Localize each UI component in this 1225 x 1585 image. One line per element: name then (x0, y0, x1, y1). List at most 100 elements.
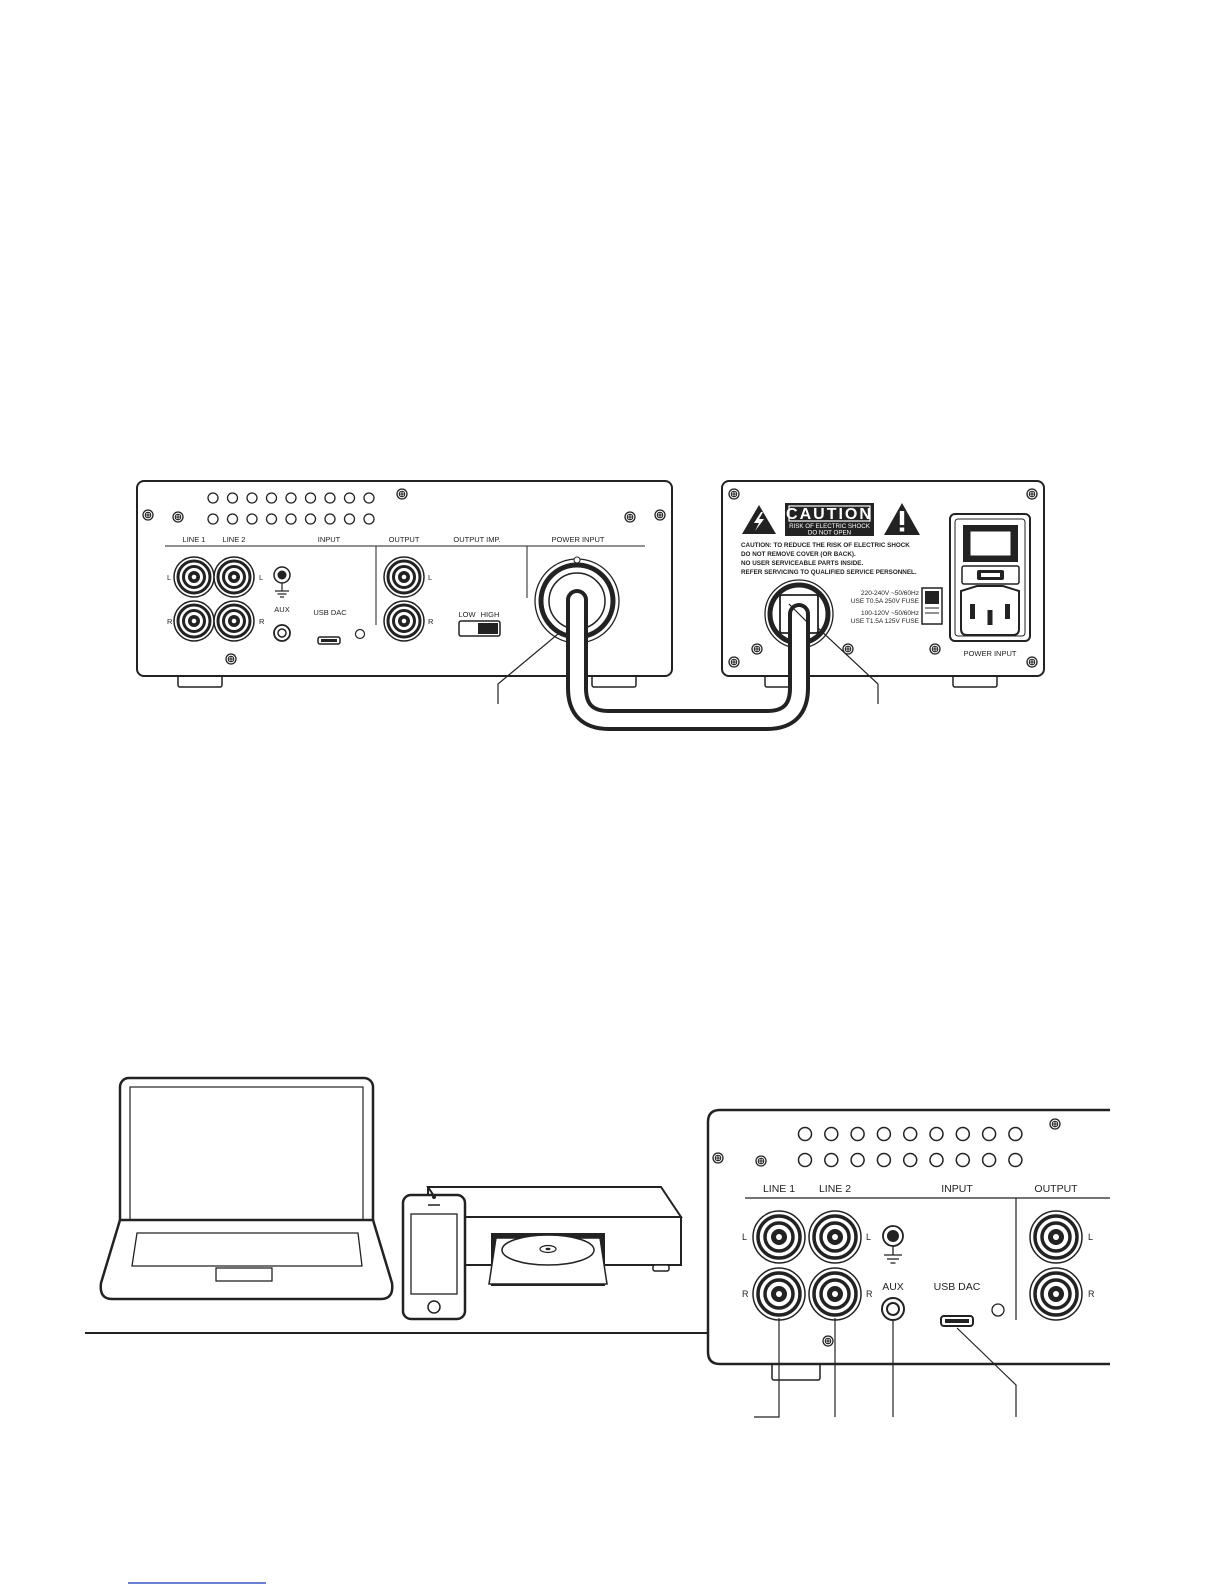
channel-l-label: L (866, 1232, 871, 1242)
vent-hole (304, 513, 317, 525)
vent-hole (797, 1152, 813, 1168)
line2-right-jack (212, 599, 256, 643)
detail-label-line1: LINE 1 (763, 1183, 795, 1195)
usb-port-icon (940, 1315, 974, 1327)
vent-hole (265, 492, 278, 504)
vent-hole (285, 513, 297, 525)
iec-inlet-icon (960, 585, 1020, 636)
vent-hole (929, 1126, 944, 1142)
vent-hole (246, 492, 258, 504)
vent-hole (981, 1126, 997, 1142)
amplifier-rear-panel: LINE 1 LINE 2 INPUT OUTPUT OUTPUT IMP. P… (136, 480, 673, 688)
vent-hole (876, 1126, 892, 1142)
channel-r-label: R (742, 1289, 749, 1299)
detail-chassis (706, 1108, 1110, 1366)
usb-port-icon (317, 636, 341, 645)
vent-hole (246, 513, 258, 525)
detail-line1-left-jack (751, 1209, 807, 1265)
aux-jack (273, 624, 291, 642)
label-line2: LINE 2 (223, 535, 246, 544)
vent-hole (850, 1152, 865, 1168)
fuse-holder-icon (961, 565, 1020, 585)
smartphone-icon (401, 1193, 467, 1321)
vent-hole (955, 1126, 971, 1142)
screw-icon (822, 1335, 834, 1347)
callout-line (497, 633, 559, 704)
detail-aux-label: AUX (882, 1281, 904, 1293)
screw-icon (728, 488, 740, 500)
vent-hole (981, 1152, 997, 1168)
detail-usb-dac-label: USB DAC (934, 1281, 981, 1293)
callout-line (754, 1318, 780, 1418)
laptop-icon (99, 1076, 394, 1301)
screw-icon (142, 509, 154, 521)
vent-hole (929, 1152, 944, 1168)
power-entry-module (949, 513, 1031, 642)
channel-r-label: R (167, 617, 173, 626)
vent-hole (343, 513, 356, 525)
vent-hole (1008, 1126, 1023, 1142)
screw-icon (654, 509, 666, 521)
screw-icon (396, 488, 408, 500)
line2-left-jack (212, 555, 256, 599)
vent-hole (363, 513, 375, 525)
screw-icon (755, 1155, 767, 1167)
output-right-jack (382, 599, 426, 643)
label-input: INPUT (318, 535, 341, 544)
label-output: OUTPUT (389, 535, 420, 544)
channel-l-label: L (428, 573, 432, 582)
detail-line1-right-jack (751, 1266, 807, 1322)
callout-line (956, 1327, 1017, 1417)
vent-hole (824, 1126, 839, 1142)
warning-text-line: NO USER SERVICEABLE PARTS INSIDE. (741, 560, 863, 567)
channel-r-label: R (259, 617, 265, 626)
output-left-jack (382, 555, 426, 599)
voltage-220-text: 220-240V ~50/60Hz (861, 590, 919, 597)
cd-player-icon (426, 1186, 683, 1286)
indicator-led-icon (354, 628, 366, 640)
switch-low-label: LOW (458, 610, 476, 619)
vent-hole (265, 513, 278, 525)
screw-icon (1049, 1118, 1061, 1130)
exclamation-warning-icon (884, 503, 920, 535)
vent-hole (285, 492, 297, 504)
channel-l-label: L (259, 573, 263, 582)
output-impedance-switch[interactable] (458, 620, 501, 637)
screw-icon (1026, 656, 1038, 668)
channel-r-label: R (1088, 1289, 1095, 1299)
vent-holes (207, 492, 375, 525)
vent-hole (902, 1126, 918, 1142)
fuse-220-text: USE T0.5A 250V FUSE (851, 598, 920, 605)
detail-line2-left-jack (807, 1209, 863, 1265)
detail-output-right-jack (1028, 1266, 1084, 1322)
caution-banner: CAUTION RISK OF ELECTRIC SHOCK DO NOT OP… (785, 503, 874, 537)
label-power-input: POWER INPUT (552, 535, 605, 544)
vent-holes (797, 1126, 1023, 1168)
voltage-selector-switch[interactable] (921, 587, 943, 625)
vent-hole (363, 492, 375, 504)
amplifier-detail-panel: LINE 1 LINE 2 INPUT OUTPUT L R L R L R A… (706, 1108, 1110, 1381)
label-line1: LINE 1 (183, 535, 206, 544)
screw-icon (728, 656, 740, 668)
vent-hole (902, 1152, 918, 1168)
screw-icon (929, 643, 941, 655)
warning-text-line: REFER SERVICING TO QUALIFIED SERVICE PER… (741, 569, 917, 576)
power-switch[interactable] (963, 525, 1018, 562)
vent-hole (850, 1126, 865, 1142)
vent-hole (876, 1152, 892, 1168)
screw-icon (712, 1152, 724, 1164)
caution-title: CAUTION (786, 506, 873, 523)
screw-icon (225, 653, 237, 665)
indicator-led-icon (991, 1303, 1005, 1317)
aux-label: AUX (274, 605, 289, 614)
detail-output-left-jack (1028, 1209, 1084, 1265)
detail-aux-jack (881, 1297, 905, 1321)
vent-hole (324, 492, 336, 504)
ground-terminal-icon (882, 1225, 904, 1264)
vent-hole (324, 513, 336, 525)
voltage-100-text: 100-120V ~50/60Hz (861, 610, 919, 617)
warning-text-line: DO NOT REMOVE COVER (OR BACK). (741, 551, 856, 558)
vent-hole (955, 1152, 971, 1168)
vent-hole (207, 492, 219, 504)
